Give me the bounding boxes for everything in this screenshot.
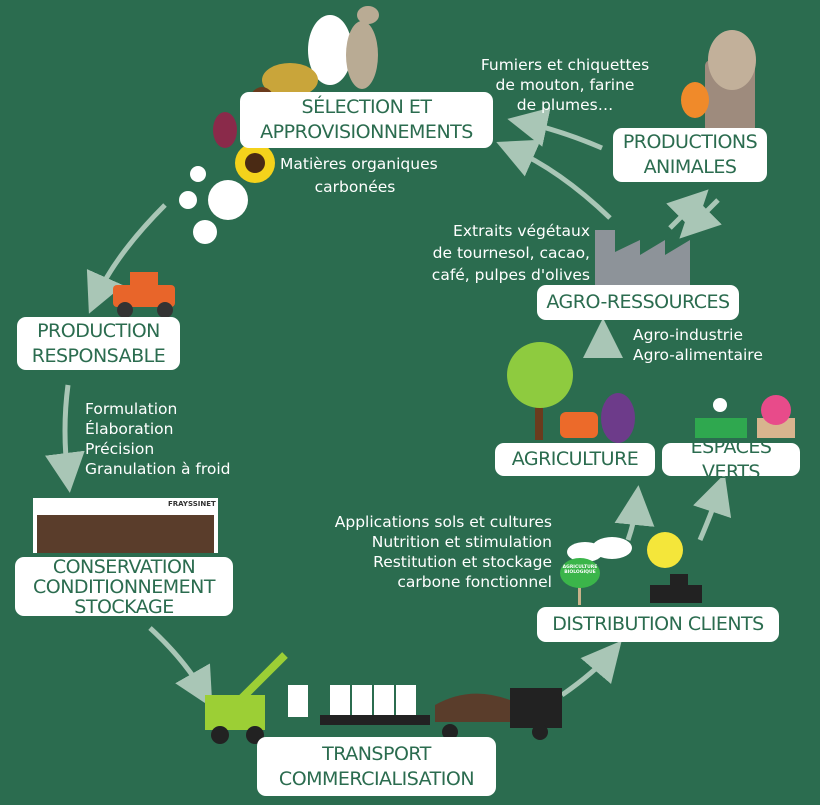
node-label: RESPONSABLE [31,344,166,367]
grapes-illustration [601,393,635,443]
clouds-illustration [567,537,632,562]
tractor-orange-illustration [113,272,175,318]
truck-illustration [320,688,562,740]
organic-sign-illustration [560,558,600,605]
golf-green-illustration [695,398,747,438]
sun-illustration [647,532,683,568]
hen-illustration [681,82,709,118]
node-label: ANIMALES [643,156,737,178]
node-label: AGRO-RESSOURCES [546,291,730,313]
node-label: TRANSPORT [322,742,431,765]
tractor-spreader-illustration [650,574,702,603]
node-agro-ressources: AGRO-RESSOURCES [537,285,739,320]
node-label: AGRICULTURE [511,448,639,470]
node-label: PRODUCTION [37,319,160,342]
node-label: STOCKAGE [74,595,174,618]
factory-illustration [595,230,690,285]
node-label: CONDITIONNEMENT [33,575,215,598]
big-bags-illustration [288,685,416,717]
node-label: SÉLECTION ET [301,96,432,118]
node-agriculture: AGRICULTURE [495,443,655,476]
gear-icons [179,166,248,244]
node-espaces-verts: ESPACES VERTS [662,436,800,483]
node-label: ESPACES VERTS [690,435,772,483]
hay-illustration [262,63,318,97]
node-label: CONSERVATION [52,555,196,578]
node-productions-animales: PRODUCTIONS ANIMALES [613,128,767,182]
sunflower-illustration [235,143,275,183]
flow-arrows [45,107,732,709]
apple-tree-illustration [507,342,573,440]
node-distribution-clients: DISTRIBUTION CLIENTS [537,607,779,642]
brand-frayssinet-logo: FRAYSSINET [168,500,216,508]
sheep-illustration [308,6,379,89]
node-label: PRODUCTIONS [622,131,758,153]
node-selection: SÉLECTION ET APPROVISIONNEMENTS [240,92,493,148]
node-label: DISTRIBUTION CLIENTS [552,613,764,635]
storage-silos-illustration [33,498,218,553]
telehandler-illustration [205,652,288,744]
beet-illustration [213,112,237,148]
flowers-illustration [757,395,795,438]
carrots-illustration [560,412,598,438]
node-label: COMMERCIALISATION [278,767,475,790]
node-label: APPROVISIONNEMENTS [260,121,473,143]
